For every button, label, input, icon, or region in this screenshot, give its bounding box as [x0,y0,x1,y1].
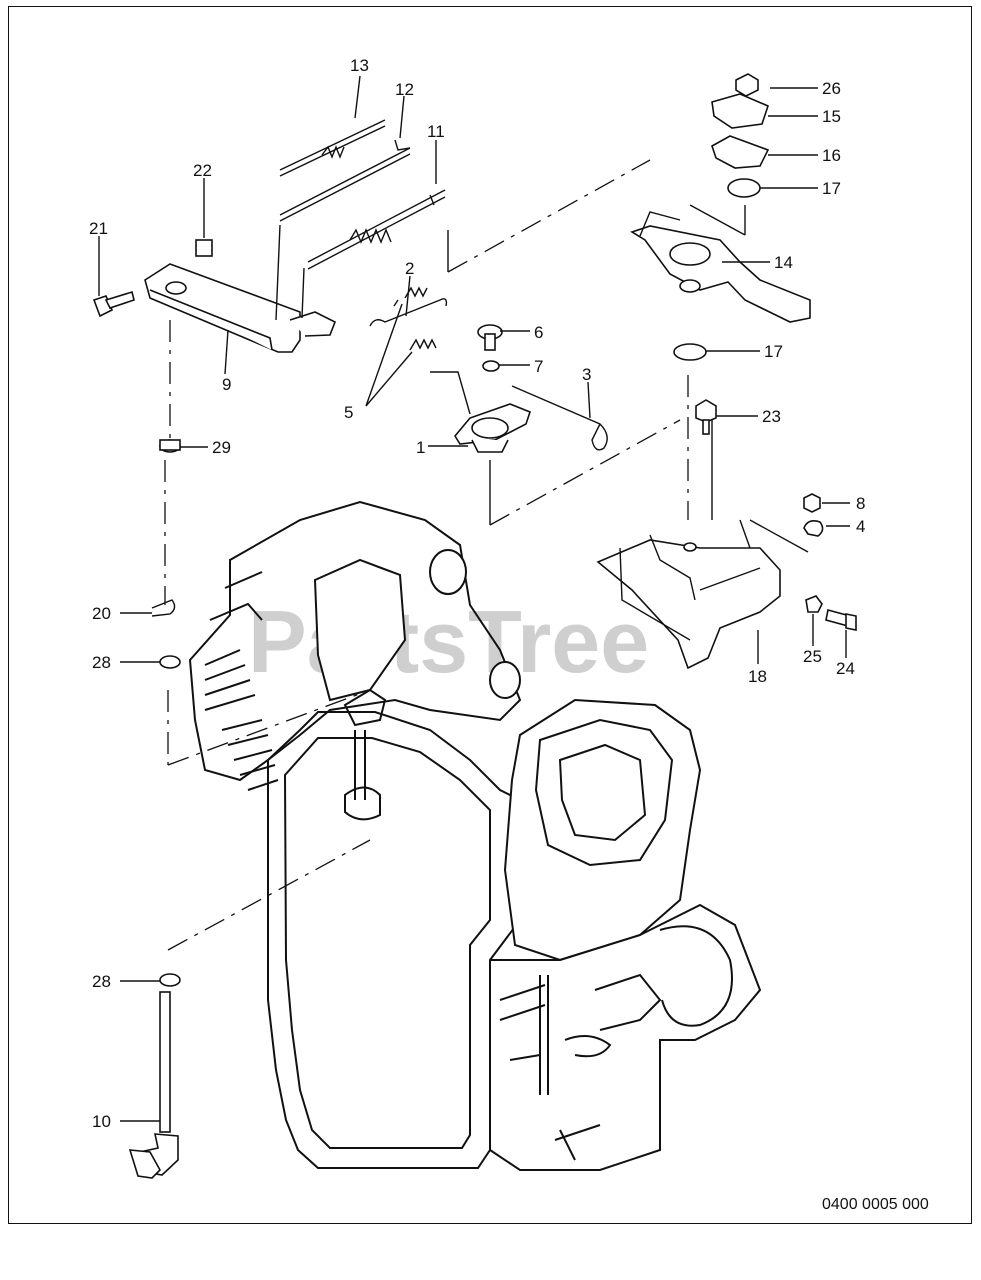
part-16-plate [711,135,770,169]
callout-5: 5 [344,403,353,422]
callout-23: 23 [762,407,781,426]
part-12-rod [279,139,411,222]
callout-10: 10 [92,1112,111,1131]
assembly-lines [164,159,809,951]
part-15-plate [711,93,769,129]
callout-28-upper: 28 [92,653,111,672]
part-17-washer-upper [727,178,761,198]
callout-18: 18 [748,667,767,686]
part-25-nut [805,595,823,613]
part-26-nut [735,73,759,97]
callout-leaders [98,75,850,1122]
callout-24: 24 [836,659,855,678]
part-2-spring [369,298,448,327]
callout-22: 22 [193,161,212,180]
callout-13: 13 [350,56,369,75]
part-8-screw [803,493,821,513]
part-5-springs [393,286,437,351]
callout-8: 8 [856,494,865,513]
part-6-pin [477,324,503,351]
part-22-clip [195,239,213,257]
callout-26: 26 [822,79,841,98]
callout-25: 25 [803,647,822,666]
callout-17-upper: 17 [822,179,841,198]
callout-14: 14 [774,253,793,272]
callout-17-lower: 17 [764,342,783,361]
part-10-shaft [128,991,179,1179]
part-4-lock-washer [803,520,824,537]
part-24-bolt [825,609,857,631]
part-28-washer-upper [159,655,181,669]
callout-12: 12 [395,80,414,99]
part-17-washer-lower [673,343,707,361]
diagram-border [8,6,972,1224]
part-11-rod-spring [307,189,446,270]
part-7-washer [482,360,500,372]
callout-1: 1 [416,438,425,457]
part-20-pin [151,599,176,617]
part-29-spacer [159,439,181,453]
callout-3: 3 [582,365,591,384]
callout-29: 29 [212,438,231,457]
callout-6: 6 [534,323,543,342]
watermark: PartsTree [248,592,649,691]
part-23-bolt [695,399,717,435]
callout-21: 21 [89,219,108,238]
part-28-washer-lower [159,973,181,987]
part-13-spring [279,119,386,177]
part-18-bracket [596,519,781,670]
part-14-control-lever [630,211,811,323]
callout-9: 9 [222,375,231,394]
callout-16: 16 [822,146,841,165]
callout-15: 15 [822,107,841,126]
part-21-bolt [92,290,135,318]
part-1-governor-lever [430,371,531,453]
callout-7: 7 [534,357,543,376]
engine-block [188,500,762,1171]
drawing-code: 0400 0005 000 [822,1196,929,1213]
callout-28-lower: 28 [92,972,111,991]
callout-numbers: 13 12 11 22 21 2 9 6 7 3 5 1 29 26 15 16… [89,56,865,1131]
callout-4: 4 [856,517,865,536]
part-3-link [511,385,608,451]
callout-20: 20 [92,604,111,623]
part-9-bracket [144,224,337,353]
callout-2: 2 [405,259,414,278]
callout-11: 11 [427,122,445,141]
